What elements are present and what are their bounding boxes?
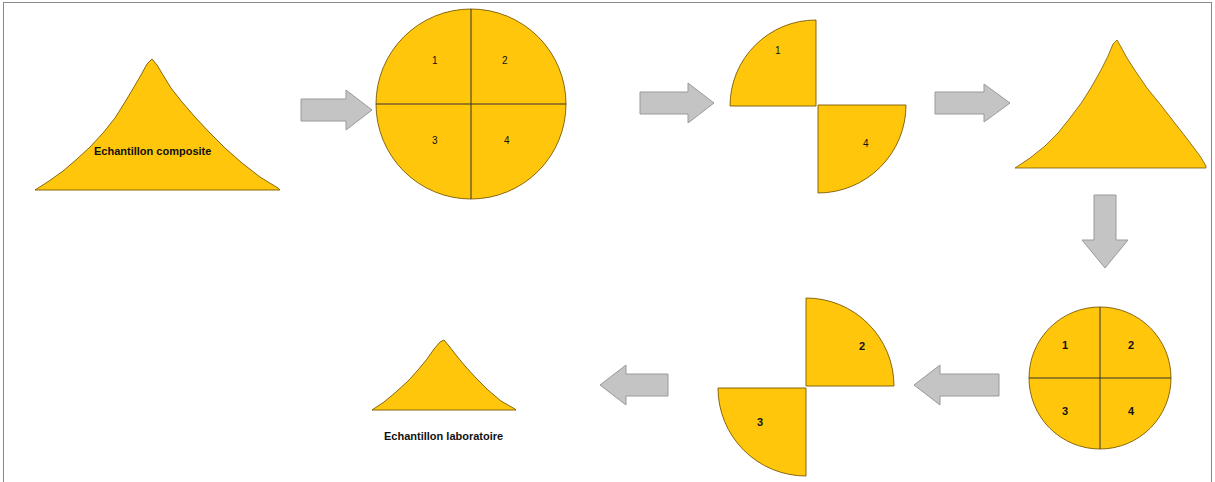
shape-outline <box>373 6 569 202</box>
kept-quarter: 4 <box>816 103 908 195</box>
block-arrow <box>914 365 999 405</box>
quarter-number: 4 <box>504 135 510 147</box>
quarter-number: 4 <box>1128 405 1134 418</box>
quarter-number: 2 <box>859 340 865 353</box>
frame <box>4 3 1212 482</box>
shape-outline <box>816 103 908 195</box>
shape-outline <box>35 55 283 192</box>
laboratory-heap: Echantillon laboratoire <box>368 338 520 450</box>
block-arrow <box>935 84 1010 122</box>
quarter-number: 3 <box>432 135 438 147</box>
sample-heap: Echantillon composite <box>35 55 283 192</box>
quarter-number: 3 <box>757 416 763 429</box>
quarter-number: 3 <box>1062 405 1068 418</box>
shape-outline <box>716 386 808 478</box>
quarter-number: 4 <box>863 138 869 150</box>
heap-label: Echantillon laboratoire <box>384 430 503 443</box>
heap-label: Echantillon composite <box>94 145 211 158</box>
quarter-number: 1 <box>432 55 438 67</box>
quarter-number: 1 <box>775 45 781 57</box>
quarter-number: 1 <box>1062 339 1068 352</box>
shape-outline <box>804 296 896 388</box>
quarter-number: 2 <box>1128 339 1134 352</box>
kept-quarter: 2 <box>804 296 896 388</box>
kept-quarter: 3 <box>716 386 808 478</box>
shape-outline <box>728 18 818 108</box>
block-arrow <box>1082 195 1128 268</box>
block-arrow <box>301 90 372 130</box>
shape-outline <box>1027 305 1173 451</box>
quartered-circle: 1 2 3 4 <box>373 6 569 202</box>
block-arrow <box>600 365 668 405</box>
kept-quarter: 1 <box>728 18 818 108</box>
sample-heap <box>1015 40 1206 168</box>
block-arrow <box>640 83 714 123</box>
quartered-circle: 1 2 3 4 <box>1027 305 1173 451</box>
quarter-number: 2 <box>502 55 508 67</box>
